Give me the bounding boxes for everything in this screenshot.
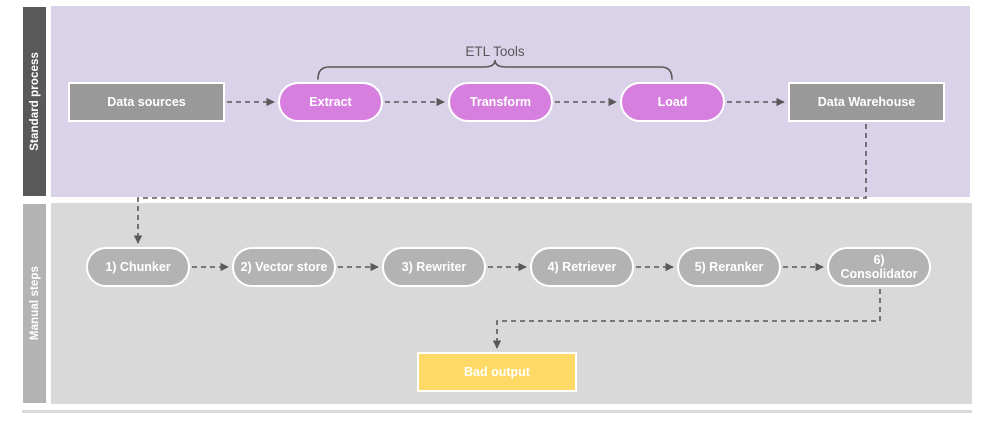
lane-label-standard-process: Standard process (22, 6, 47, 197)
node-data-sources-label: Data sources (107, 95, 186, 109)
node-rewriter-label: 3) Rewriter (401, 260, 467, 274)
node-data-warehouse-label: Data Warehouse (817, 95, 916, 109)
node-transform-label: Transform (469, 95, 532, 109)
lane-label-manual-steps: Manual steps (22, 203, 47, 404)
node-data-sources[interactable]: Data sources (68, 82, 225, 122)
node-retriever[interactable]: 4) Retriever (530, 247, 634, 287)
diagram-bottom-divider (22, 410, 972, 413)
node-vector-store[interactable]: 2) Vector store (232, 247, 336, 287)
node-data-warehouse[interactable]: Data Warehouse (788, 82, 945, 122)
node-consolidator-label: 6) Consolidator (840, 253, 918, 281)
node-bad-output[interactable]: Bad output (417, 352, 577, 392)
node-extract[interactable]: Extract (278, 82, 383, 122)
node-extract-label: Extract (309, 95, 352, 109)
etl-tools-label: ETL Tools (395, 44, 595, 59)
lane-label-standard-process-text: Standard process (28, 52, 41, 151)
node-reranker-label: 5) Reranker (694, 260, 764, 274)
node-vector-store-label: 2) Vector store (240, 260, 328, 274)
etl-tools-label-text: ETL Tools (465, 44, 525, 59)
node-transform[interactable]: Transform (448, 82, 553, 122)
node-rewriter[interactable]: 3) Rewriter (382, 247, 486, 287)
node-reranker[interactable]: 5) Reranker (677, 247, 781, 287)
node-load[interactable]: Load (620, 82, 725, 122)
lane-label-manual-steps-text: Manual steps (28, 266, 41, 341)
node-load-label: Load (657, 95, 688, 109)
node-chunker-label: 1) Chunker (105, 260, 171, 274)
node-bad-output-label: Bad output (464, 365, 530, 379)
node-retriever-label: 4) Retriever (547, 260, 617, 274)
node-chunker[interactable]: 1) Chunker (86, 247, 190, 287)
node-consolidator[interactable]: 6) Consolidator (827, 247, 931, 287)
